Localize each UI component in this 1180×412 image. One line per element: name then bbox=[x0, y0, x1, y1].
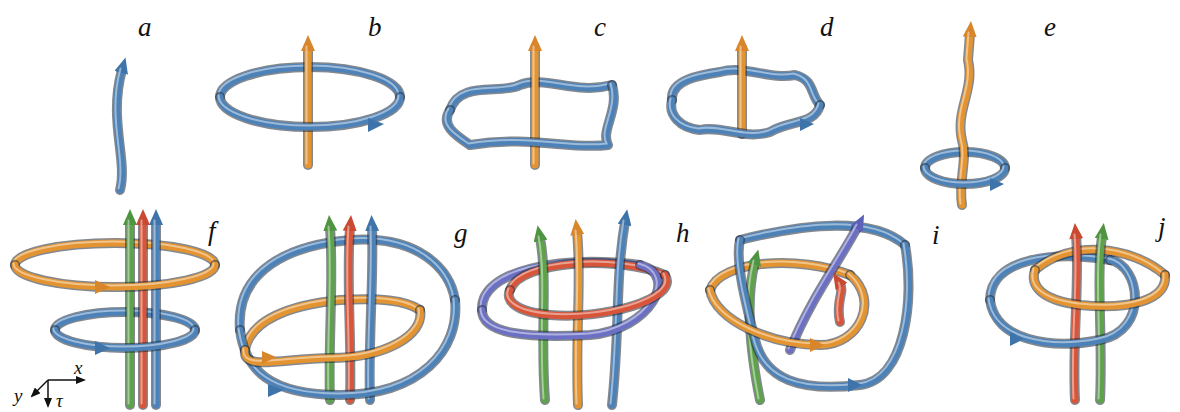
panel-a bbox=[115, 69, 122, 191]
panel-letter: b bbox=[368, 14, 382, 41]
panel-c bbox=[445, 47, 614, 166]
worldline-tube bbox=[15, 265, 215, 287]
worldline-tube bbox=[1034, 270, 1165, 306]
worldline-tube bbox=[837, 283, 840, 321]
panel-letter: e bbox=[1044, 14, 1056, 41]
worldline-tube bbox=[14, 264, 214, 286]
panel-letter: i bbox=[932, 222, 940, 249]
worldline-tube bbox=[1034, 270, 1165, 306]
worldline-tube bbox=[245, 310, 421, 362]
worldline-tube bbox=[138, 222, 148, 405]
worldline-tube bbox=[447, 85, 614, 146]
worldline-tube bbox=[54, 329, 194, 347]
orientation-arrowhead bbox=[95, 280, 110, 294]
worldline-tube bbox=[151, 222, 161, 405]
worldline-tube bbox=[739, 224, 904, 243]
worldline-tube bbox=[739, 240, 909, 387]
worldline-tube bbox=[54, 311, 194, 329]
axis-arrow bbox=[32, 380, 48, 396]
worldline-tube bbox=[671, 100, 820, 134]
axis-arrow bbox=[48, 379, 84, 381]
panel-d bbox=[670, 47, 820, 135]
panel-e bbox=[924, 33, 1006, 206]
worldline-tube bbox=[239, 299, 454, 394]
axis-arrow bbox=[47, 380, 49, 406]
worldline-tube bbox=[328, 227, 330, 399]
worldline-tube bbox=[15, 243, 215, 265]
worldline-tube bbox=[347, 227, 349, 399]
worldline-tube bbox=[740, 226, 905, 245]
worldline-tube bbox=[709, 274, 863, 344]
orientation-arrowhead bbox=[95, 341, 110, 355]
worldline-tube bbox=[55, 330, 195, 348]
orientation-arrowhead bbox=[800, 118, 814, 131]
panel-f bbox=[14, 221, 216, 406]
worldline-tube bbox=[15, 265, 215, 287]
worldline-tube bbox=[55, 330, 195, 348]
worldline-tube bbox=[125, 222, 135, 405]
worldline-tube bbox=[303, 48, 313, 165]
axis-label: x bbox=[74, 358, 82, 377]
worldline-tube bbox=[507, 274, 665, 315]
worldline-tube bbox=[243, 309, 419, 361]
orientation-arrowhead bbox=[848, 378, 862, 392]
worldline-tube bbox=[710, 275, 864, 345]
worldline-tube bbox=[740, 226, 905, 245]
axis-label: y bbox=[14, 386, 22, 405]
worldline-tube bbox=[710, 275, 864, 345]
panel-letter: c bbox=[594, 14, 606, 41]
worldline-tube bbox=[306, 47, 308, 164]
worldline-tube bbox=[959, 33, 969, 204]
panel-letter: a bbox=[138, 14, 152, 41]
worldline-tube bbox=[789, 225, 857, 349]
panel-b bbox=[219, 47, 401, 166]
orientation-arrowhead bbox=[810, 338, 824, 352]
panel-h bbox=[480, 221, 666, 406]
worldline-tube bbox=[128, 221, 130, 404]
panel-i bbox=[709, 224, 909, 400]
worldline-tube bbox=[671, 100, 820, 134]
orientation-arrowhead bbox=[262, 351, 276, 364]
worldline-tube bbox=[15, 243, 215, 265]
worldline-tube bbox=[115, 69, 120, 189]
worldline-tube bbox=[447, 85, 614, 146]
worldline-tube bbox=[509, 275, 667, 316]
worldline-tube bbox=[14, 242, 214, 264]
panel-letter: d bbox=[820, 14, 834, 41]
worldline-tube bbox=[245, 310, 421, 362]
panel-letter: g bbox=[454, 220, 468, 247]
panel-g bbox=[238, 227, 455, 401]
worldline-tube bbox=[1098, 235, 1101, 399]
panel-letter: f bbox=[208, 218, 216, 245]
worldline-tube bbox=[1073, 235, 1076, 399]
worldline-tube bbox=[141, 221, 143, 404]
worldline-tube bbox=[368, 227, 371, 399]
orientation-arrowhead bbox=[368, 118, 384, 132]
worldline-tube bbox=[739, 240, 909, 387]
worldline-tube bbox=[1032, 269, 1163, 305]
worldline-tube bbox=[449, 81, 611, 109]
panel-letter: j bbox=[1158, 214, 1166, 241]
worldline-tube bbox=[509, 275, 667, 316]
orientation-arrowhead bbox=[1010, 332, 1024, 346]
panel-j bbox=[989, 235, 1166, 401]
orientation-arrowhead bbox=[990, 178, 1004, 191]
worldline-tube bbox=[737, 239, 907, 386]
worldline-tube bbox=[670, 99, 819, 133]
panel-letter: h bbox=[676, 220, 690, 247]
orientation-arrowhead bbox=[268, 384, 284, 397]
worldline-tube bbox=[737, 48, 747, 134]
worldline-tube bbox=[154, 221, 156, 404]
worldline-tube bbox=[445, 84, 612, 145]
axis-label: τ bbox=[56, 391, 63, 410]
worldline-tube bbox=[740, 47, 742, 133]
